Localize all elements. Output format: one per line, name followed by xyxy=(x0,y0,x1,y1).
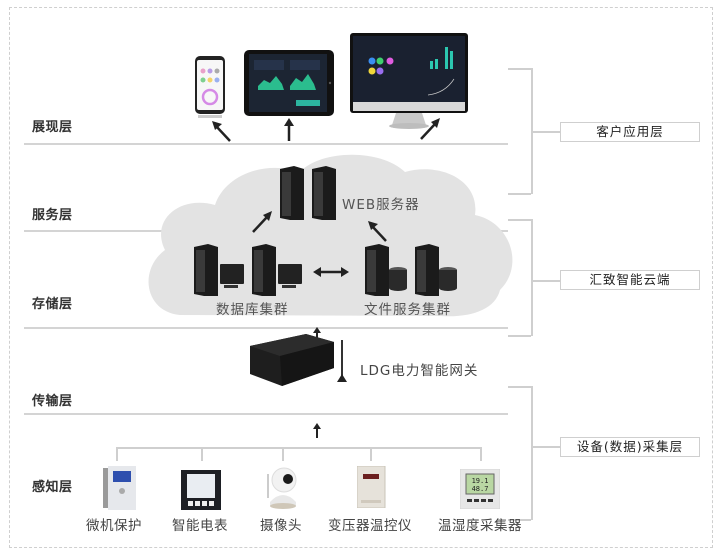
divider-presentation xyxy=(24,143,508,145)
layer-label-transport: 传输层 xyxy=(32,394,73,409)
arrow-file-to-web xyxy=(368,221,387,242)
smart-meter-icon xyxy=(181,470,221,510)
arrow-db-file-sync xyxy=(313,267,349,277)
sensor-label-meter: 智能电表 xyxy=(172,518,228,534)
sensor-label-protection: 微机保护 xyxy=(86,518,142,534)
microcomputer-protection-icon xyxy=(103,466,136,510)
smartphone-icon xyxy=(195,56,225,118)
web-server-label: WEB服务器 xyxy=(342,197,420,213)
database-cluster-label: 数据库集群 xyxy=(216,302,289,318)
sensor-label-camera: 摄像头 xyxy=(260,518,302,534)
group-label-cloud: 汇致智能云端 xyxy=(560,270,700,290)
diagram-frame xyxy=(9,7,713,548)
tablet-icon xyxy=(244,50,334,116)
desktop-monitor-icon xyxy=(350,33,468,129)
sensor-label-transformer: 变压器温控仪 xyxy=(328,518,412,534)
layer-label-perception: 感知层 xyxy=(32,480,73,495)
layer-label-presentation: 展现层 xyxy=(32,120,73,135)
svg-text:19.1: 19.1 xyxy=(472,477,489,485)
web-server-rack-icon xyxy=(280,166,336,220)
arrow-sensors-to-gateway xyxy=(313,423,321,438)
layer-label-storage: 存储层 xyxy=(32,297,73,312)
divider-transport xyxy=(24,413,508,415)
gateway-device-icon xyxy=(250,334,347,386)
group-label-client-app: 客户应用层 xyxy=(560,122,700,142)
file-server-cluster-icon xyxy=(365,244,457,296)
arrow-db-to-web xyxy=(252,211,272,233)
svg-text:48.7: 48.7 xyxy=(472,485,489,493)
arrow-to-monitor xyxy=(420,118,440,140)
camera-icon xyxy=(267,467,297,509)
gateway-label: LDG电力智能网关 xyxy=(360,363,479,379)
temp-humidity-collector-icon: 19.1 48.7 xyxy=(460,469,500,509)
transformer-temp-controller-icon xyxy=(357,466,386,508)
layer-label-service: 服务层 xyxy=(32,208,73,223)
arrow-to-tablet xyxy=(284,118,294,141)
sensor-label-temp-humidity: 温湿度采集器 xyxy=(438,518,522,534)
divider-storage xyxy=(24,327,508,329)
group-label-collection: 设备(数据)采集层 xyxy=(560,437,700,457)
database-cluster-icon xyxy=(194,244,302,296)
file-server-cluster-label: 文件服务集群 xyxy=(364,302,451,318)
arrow-to-phone xyxy=(212,121,231,142)
